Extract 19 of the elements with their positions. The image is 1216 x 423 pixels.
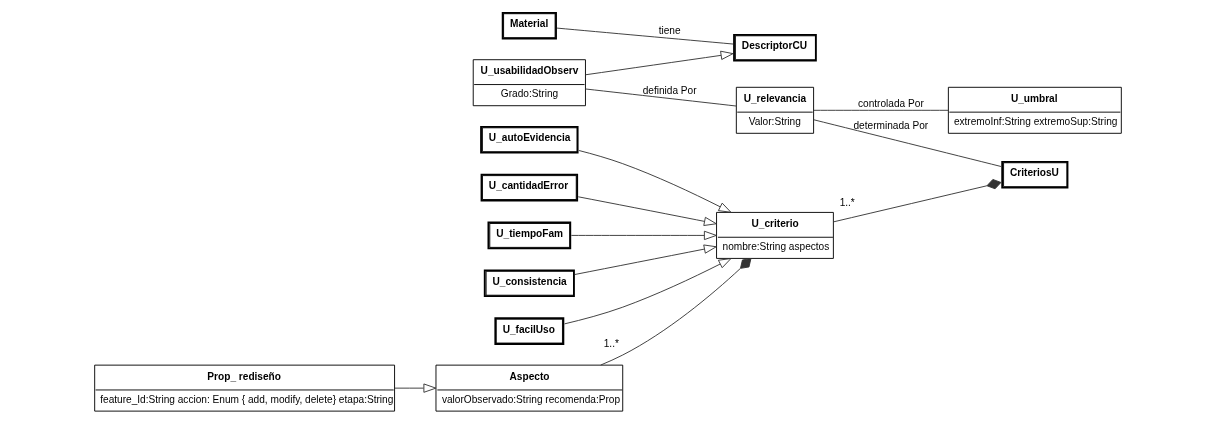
connector <box>813 109 949 111</box>
edge-label: tiene <box>658 24 681 36</box>
connector <box>600 258 752 366</box>
edge-label: controlada Por <box>858 98 924 110</box>
connector <box>556 27 734 45</box>
arrow <box>585 50 734 76</box>
connector <box>813 119 1002 167</box>
connector <box>833 179 1002 223</box>
arrow <box>578 150 732 213</box>
edge-label: 1..* <box>839 197 855 209</box>
connector <box>585 88 737 107</box>
edge-label: definida Por <box>642 84 697 96</box>
arrow <box>570 230 717 241</box>
arrow <box>394 383 437 393</box>
arrow <box>564 258 732 325</box>
arrow <box>577 196 717 226</box>
edge-label: determinada Por <box>853 119 929 131</box>
edge-label: 1..* <box>603 338 619 350</box>
arrow <box>574 244 717 275</box>
